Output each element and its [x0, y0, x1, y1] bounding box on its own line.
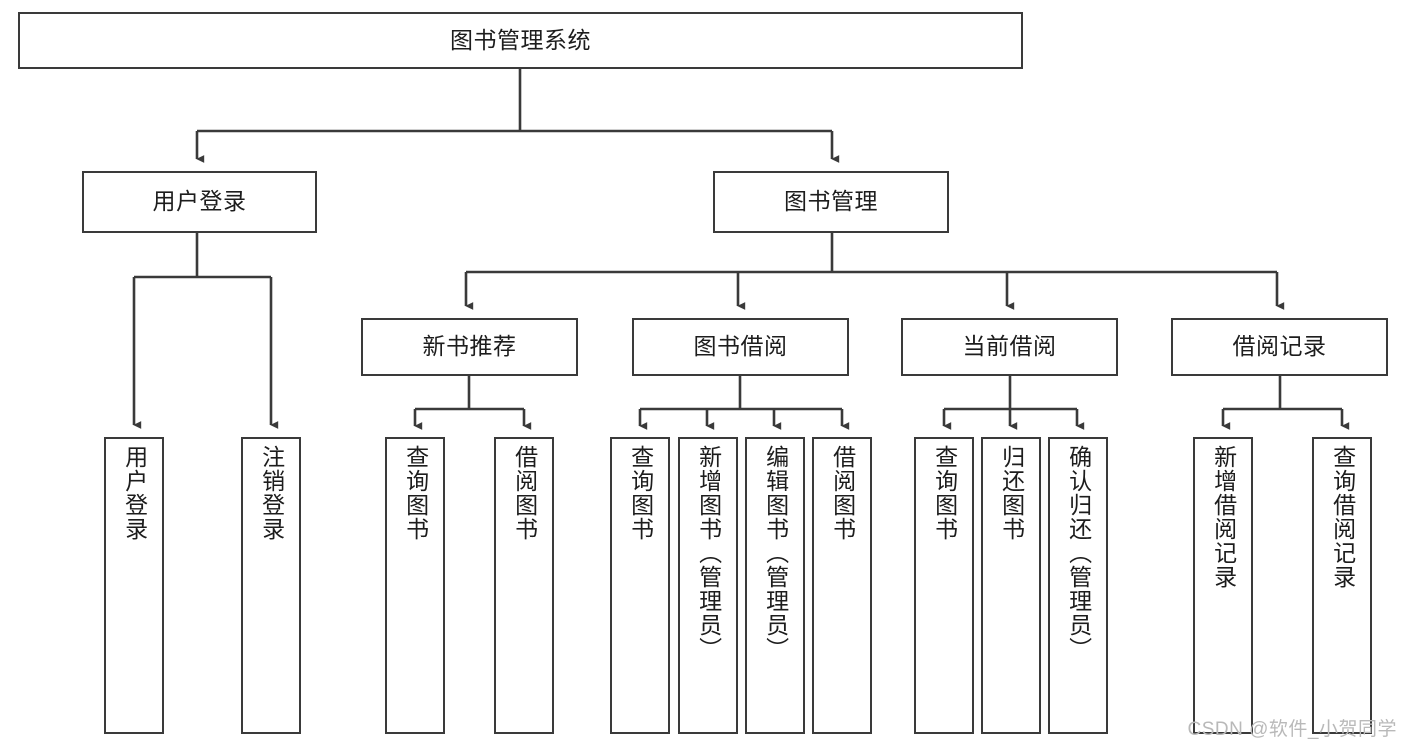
node-label: 编辑图书（管理员）	[762, 445, 789, 661]
node-book-management-system[interactable]: 图书管理系统	[18, 12, 1023, 69]
node-user-login[interactable]: 用户登录	[82, 171, 317, 233]
node-label: 查询图书	[627, 445, 654, 541]
node-label: 图书管理	[784, 188, 878, 215]
node-book-management[interactable]: 图书管理	[713, 171, 949, 233]
node-label: 图书管理系统	[450, 26, 591, 53]
leaf-user-login[interactable]: 用户登录	[104, 437, 164, 734]
leaf-confirm-return-admin[interactable]: 确认归还（管理员）	[1048, 437, 1108, 734]
node-label: 用户登录	[152, 188, 247, 215]
node-label: 查询图书	[931, 445, 958, 541]
leaf-query-book-current[interactable]: 查询图书	[914, 437, 974, 734]
leaf-add-book-admin[interactable]: 新增图书（管理员）	[678, 437, 738, 734]
leaf-borrow-book-borrow[interactable]: 借阅图书	[812, 437, 872, 734]
node-book-borrow[interactable]: 图书借阅	[632, 318, 849, 376]
leaf-return-book[interactable]: 归还图书	[981, 437, 1041, 734]
leaf-add-borrow-record[interactable]: 新增借阅记录	[1193, 437, 1253, 734]
leaf-logout-login[interactable]: 注销登录	[241, 437, 301, 734]
node-label: 新书推荐	[422, 333, 517, 360]
node-label: 查询借阅记录	[1329, 445, 1356, 589]
node-new-book-recommend[interactable]: 新书推荐	[361, 318, 578, 376]
node-label: 新增图书（管理员）	[695, 445, 722, 661]
node-current-borrow[interactable]: 当前借阅	[901, 318, 1118, 376]
node-label: 用户登录	[121, 445, 148, 541]
node-label: 新增借阅记录	[1210, 445, 1237, 589]
leaf-query-borrow-record[interactable]: 查询借阅记录	[1312, 437, 1372, 734]
node-label: 借阅记录	[1232, 333, 1327, 360]
leaf-borrow-book-recommend[interactable]: 借阅图书	[494, 437, 554, 734]
leaf-query-book-recommend[interactable]: 查询图书	[385, 437, 445, 734]
node-label: 借阅图书	[829, 445, 856, 541]
node-label: 图书借阅	[693, 333, 788, 360]
node-label: 确认归还（管理员）	[1065, 445, 1092, 661]
leaf-edit-book-admin[interactable]: 编辑图书（管理员）	[745, 437, 805, 734]
node-label: 查询图书	[402, 445, 429, 541]
leaf-query-book-borrow[interactable]: 查询图书	[610, 437, 670, 734]
node-label: 借阅图书	[511, 445, 538, 541]
node-label: 归还图书	[998, 445, 1025, 541]
node-borrow-record[interactable]: 借阅记录	[1171, 318, 1388, 376]
node-label: 当前借阅	[962, 333, 1057, 360]
node-label: 注销登录	[258, 445, 285, 541]
